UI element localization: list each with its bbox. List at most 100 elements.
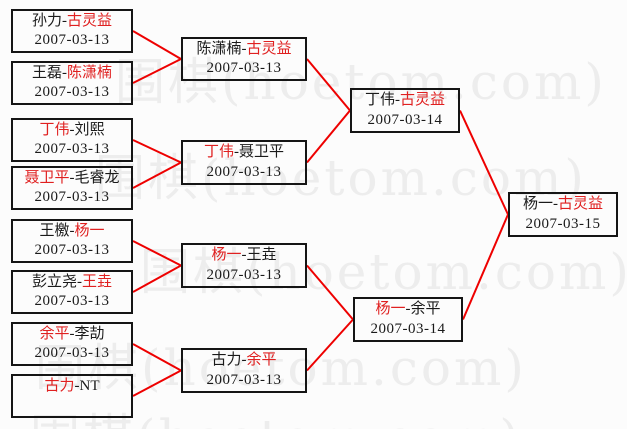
match-players: 王磊-陈潇楠 [32,64,112,84]
match-date: 2007-03-15 [525,215,601,232]
player-name: 陈潇楠 [67,64,113,81]
players-separator: - [69,121,75,138]
players-separator: - [69,222,75,239]
players-separator: - [77,273,82,290]
match-players: 陈潇楠-古灵益 [196,40,291,60]
match-players: 丁伟-聂卫平 [204,143,284,163]
player-name: 丁伟 [39,121,70,138]
players-separator: - [69,325,75,342]
players-separator: - [553,196,558,212]
match-date: 2007-03-13 [34,32,110,48]
bracket-line [132,161,182,189]
bracket-line [132,139,182,164]
bracket-line [132,30,182,60]
match-date: 2007-03-13 [34,293,110,309]
player-name: 毛睿龙 [74,169,120,186]
match-date: 2007-03-13 [34,189,110,205]
player-name: 王檄 [39,222,70,239]
player-name: 聂卫平 [239,144,285,160]
players-separator: - [62,12,67,29]
players-separator: - [405,301,411,317]
players-separator: - [395,92,400,108]
match-box-m12: 古力-余平 2007-03-13 [181,348,307,393]
match-players: 丁伟-古灵益 [365,91,445,111]
bracket-line [132,58,182,84]
match-date: 2007-03-13 [34,242,110,258]
match-box-m8: 古力-NT [11,374,133,418]
match-date: 2007-03-13 [206,371,282,388]
match-players: 杨一-古灵益 [523,195,603,215]
player-name: 杨一 [375,301,406,317]
match-date: 2007-03-13 [34,141,110,157]
match-players: 丁伟-刘熙 [39,121,104,141]
player-name: NT [79,377,100,394]
players-separator: - [241,247,247,263]
match-date: 2007-03-14 [370,320,446,337]
player-name: 古灵益 [558,196,604,212]
player-name: 聂卫平 [24,169,70,186]
players-separator: - [62,64,67,81]
player-name: 古力 [211,352,242,368]
match-players: 聂卫平-毛睿龙 [24,169,119,189]
player-name: 古灵益 [246,40,292,57]
match-players: 王檄-杨一 [39,222,104,242]
match-players: 孙力-古灵益 [32,12,112,32]
match-date: 2007-03-13 [206,266,282,283]
player-name: 古灵益 [400,92,446,108]
match-players: 彭立尧-王垚 [32,273,112,293]
bracket-line [306,318,354,372]
bracket-line [462,214,509,320]
match-date: 2007-03-14 [367,111,443,128]
match-players: 古力-NT [44,377,99,397]
player-name: 彭立尧 [31,273,77,290]
players-separator: - [69,169,75,186]
player-name: 余平 [39,325,70,342]
player-name: 余平 [246,352,277,368]
player-name: 王垚 [82,273,113,290]
match-date: 2007-03-13 [206,60,282,76]
bracket-line [459,110,509,215]
watermark-text: 围棋(hoetom.com) [115,53,607,111]
player-name: 古灵益 [67,12,113,29]
player-name: 孙力 [31,12,62,29]
match-date: 2007-03-13 [206,163,282,180]
players-separator: - [241,352,247,368]
player-name: 陈潇楠 [196,40,242,57]
player-name: 刘熙 [74,121,105,138]
player-name: 王垚 [246,247,277,263]
player-name: 古力 [44,377,75,394]
player-name: 余平 [410,301,441,317]
bracket-line [132,240,182,267]
match-date: 2007-03-13 [34,84,110,100]
bracket-line [306,264,354,321]
bracket-line [132,369,182,397]
players-separator: - [234,144,239,160]
bracket-line [132,343,182,372]
match-players: 余平-李劼 [39,325,104,345]
match-players: 杨一-王垚 [211,246,276,266]
match-players: 杨一-余平 [375,300,440,320]
player-name: 李劼 [74,325,105,342]
players-separator: - [74,377,80,394]
player-name: 丁伟 [364,92,395,108]
player-name: 杨一 [74,222,105,239]
match-date: 2007-03-13 [34,345,110,361]
player-name: 杨一 [522,196,553,212]
bracket-line [132,264,182,293]
watermark-text: 围棋(hoetom.com) [30,398,522,429]
watermark-text: 围棋(hoetom.com) [95,149,587,207]
bracket-line [306,109,351,164]
